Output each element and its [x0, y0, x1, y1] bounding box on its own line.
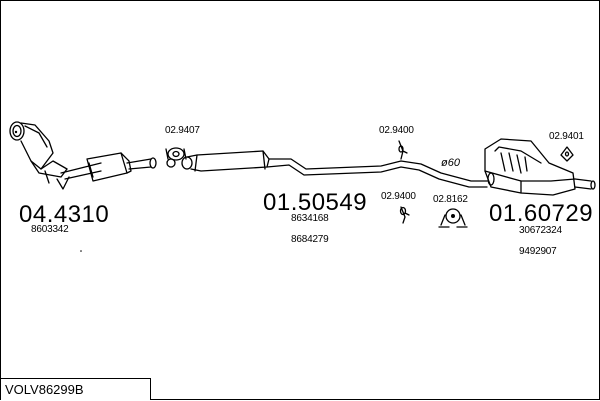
- front-pipe: [60, 152, 157, 182]
- label-hanger-rear: 02.9401: [549, 131, 584, 142]
- ref-rear-1: 30672324: [519, 225, 562, 236]
- front-gasket: [165, 147, 187, 168]
- part-number-catalyst: 04.4310: [19, 201, 110, 228]
- centre-silencer: [181, 150, 488, 188]
- model-code-box: VOLV86299B: [1, 378, 151, 400]
- clamp: [438, 208, 468, 228]
- label-hanger-mid: 02.9400: [379, 125, 414, 136]
- catalytic-converter: [9, 121, 70, 190]
- ref-centre-2: 8684279: [291, 234, 329, 245]
- hanger-rear: [560, 146, 574, 162]
- ref-rear-2: 9492907: [519, 246, 557, 257]
- label-front-gasket: 02.9407: [165, 125, 200, 136]
- hanger-mid-low: [399, 206, 410, 224]
- part-number-rear: 01.60729: [489, 200, 594, 227]
- ref-centre-1: 8634168: [291, 213, 329, 224]
- label-hanger-mid-low: 02.9400: [381, 191, 416, 202]
- ref-catalyst-1: 8603342: [31, 224, 69, 235]
- model-code: VOLV86299B: [5, 382, 84, 397]
- rear-silencer: [484, 138, 596, 196]
- hanger-mid: [398, 140, 408, 160]
- label-pipe-diameter: ø60: [441, 157, 460, 169]
- part-number-centre: 01.50549: [263, 189, 368, 216]
- label-clamp: 02.8162: [433, 194, 468, 205]
